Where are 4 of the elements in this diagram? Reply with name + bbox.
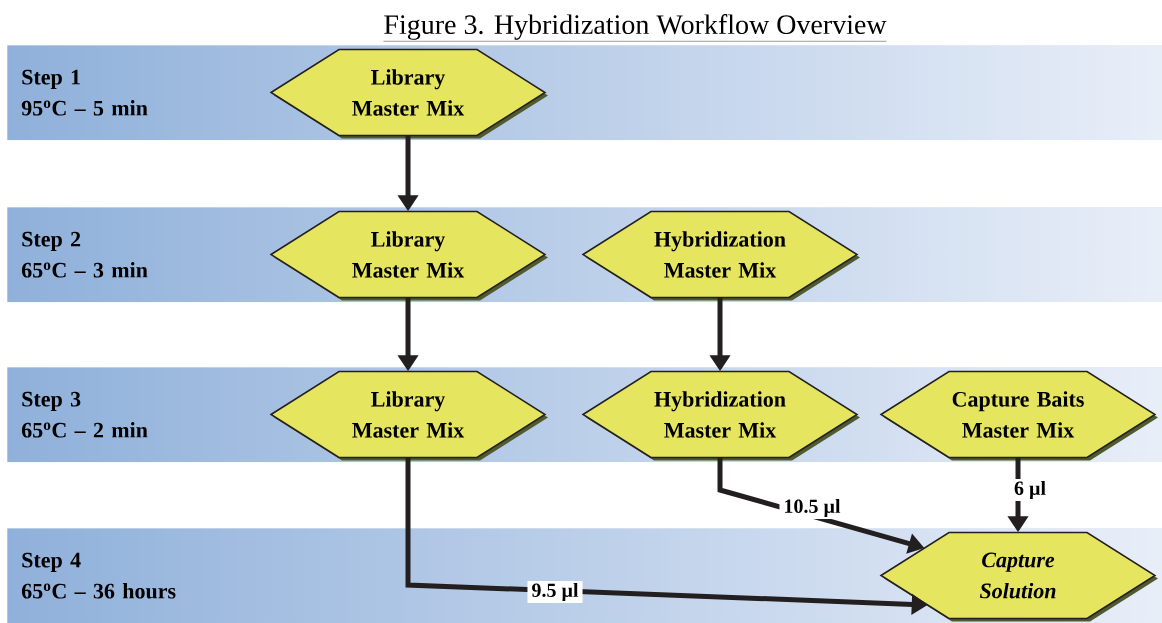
edge-label: 10.5 µl: [779, 496, 845, 520]
edge-label: 9.5 µl: [527, 580, 583, 604]
figure-title: Figure 3. Hybridization Workflow Overview: [383, 14, 887, 42]
edge-label: 6 µl: [1009, 478, 1051, 502]
